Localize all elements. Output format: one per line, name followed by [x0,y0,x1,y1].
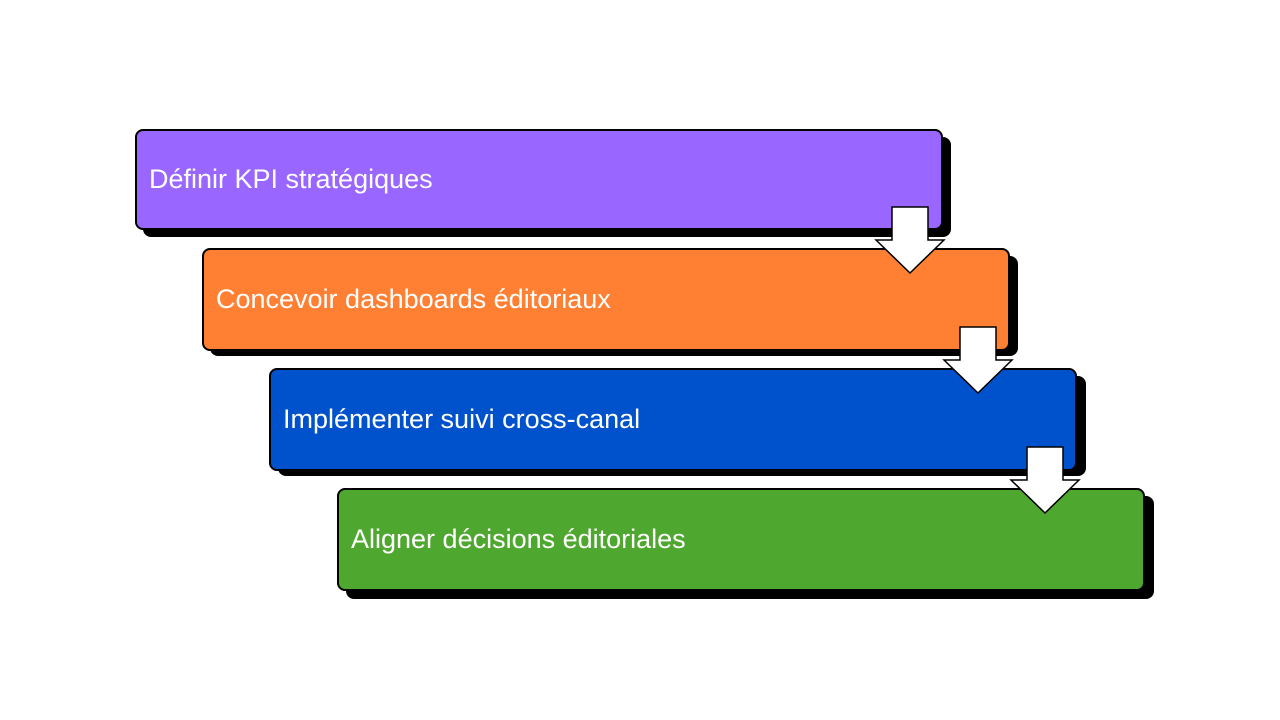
down-arrow-icon [942,326,1014,395]
step-design-dashboards: Concevoir dashboards éditoriaux [202,248,1010,351]
step-implement-tracking: Implémenter suivi cross-canal [269,368,1077,471]
down-arrow-icon [1009,446,1081,515]
step-label: Concevoir dashboards éditoriaux [216,284,611,314]
step-define-kpi: Définir KPI stratégiques [135,129,943,230]
step-align-decisions: Aligner décisions éditoriales [337,488,1145,591]
down-arrow-icon [874,206,946,275]
step-label: Aligner décisions éditoriales [351,524,686,554]
step-label: Définir KPI stratégiques [149,164,433,194]
step-label: Implémenter suivi cross-canal [283,404,641,434]
